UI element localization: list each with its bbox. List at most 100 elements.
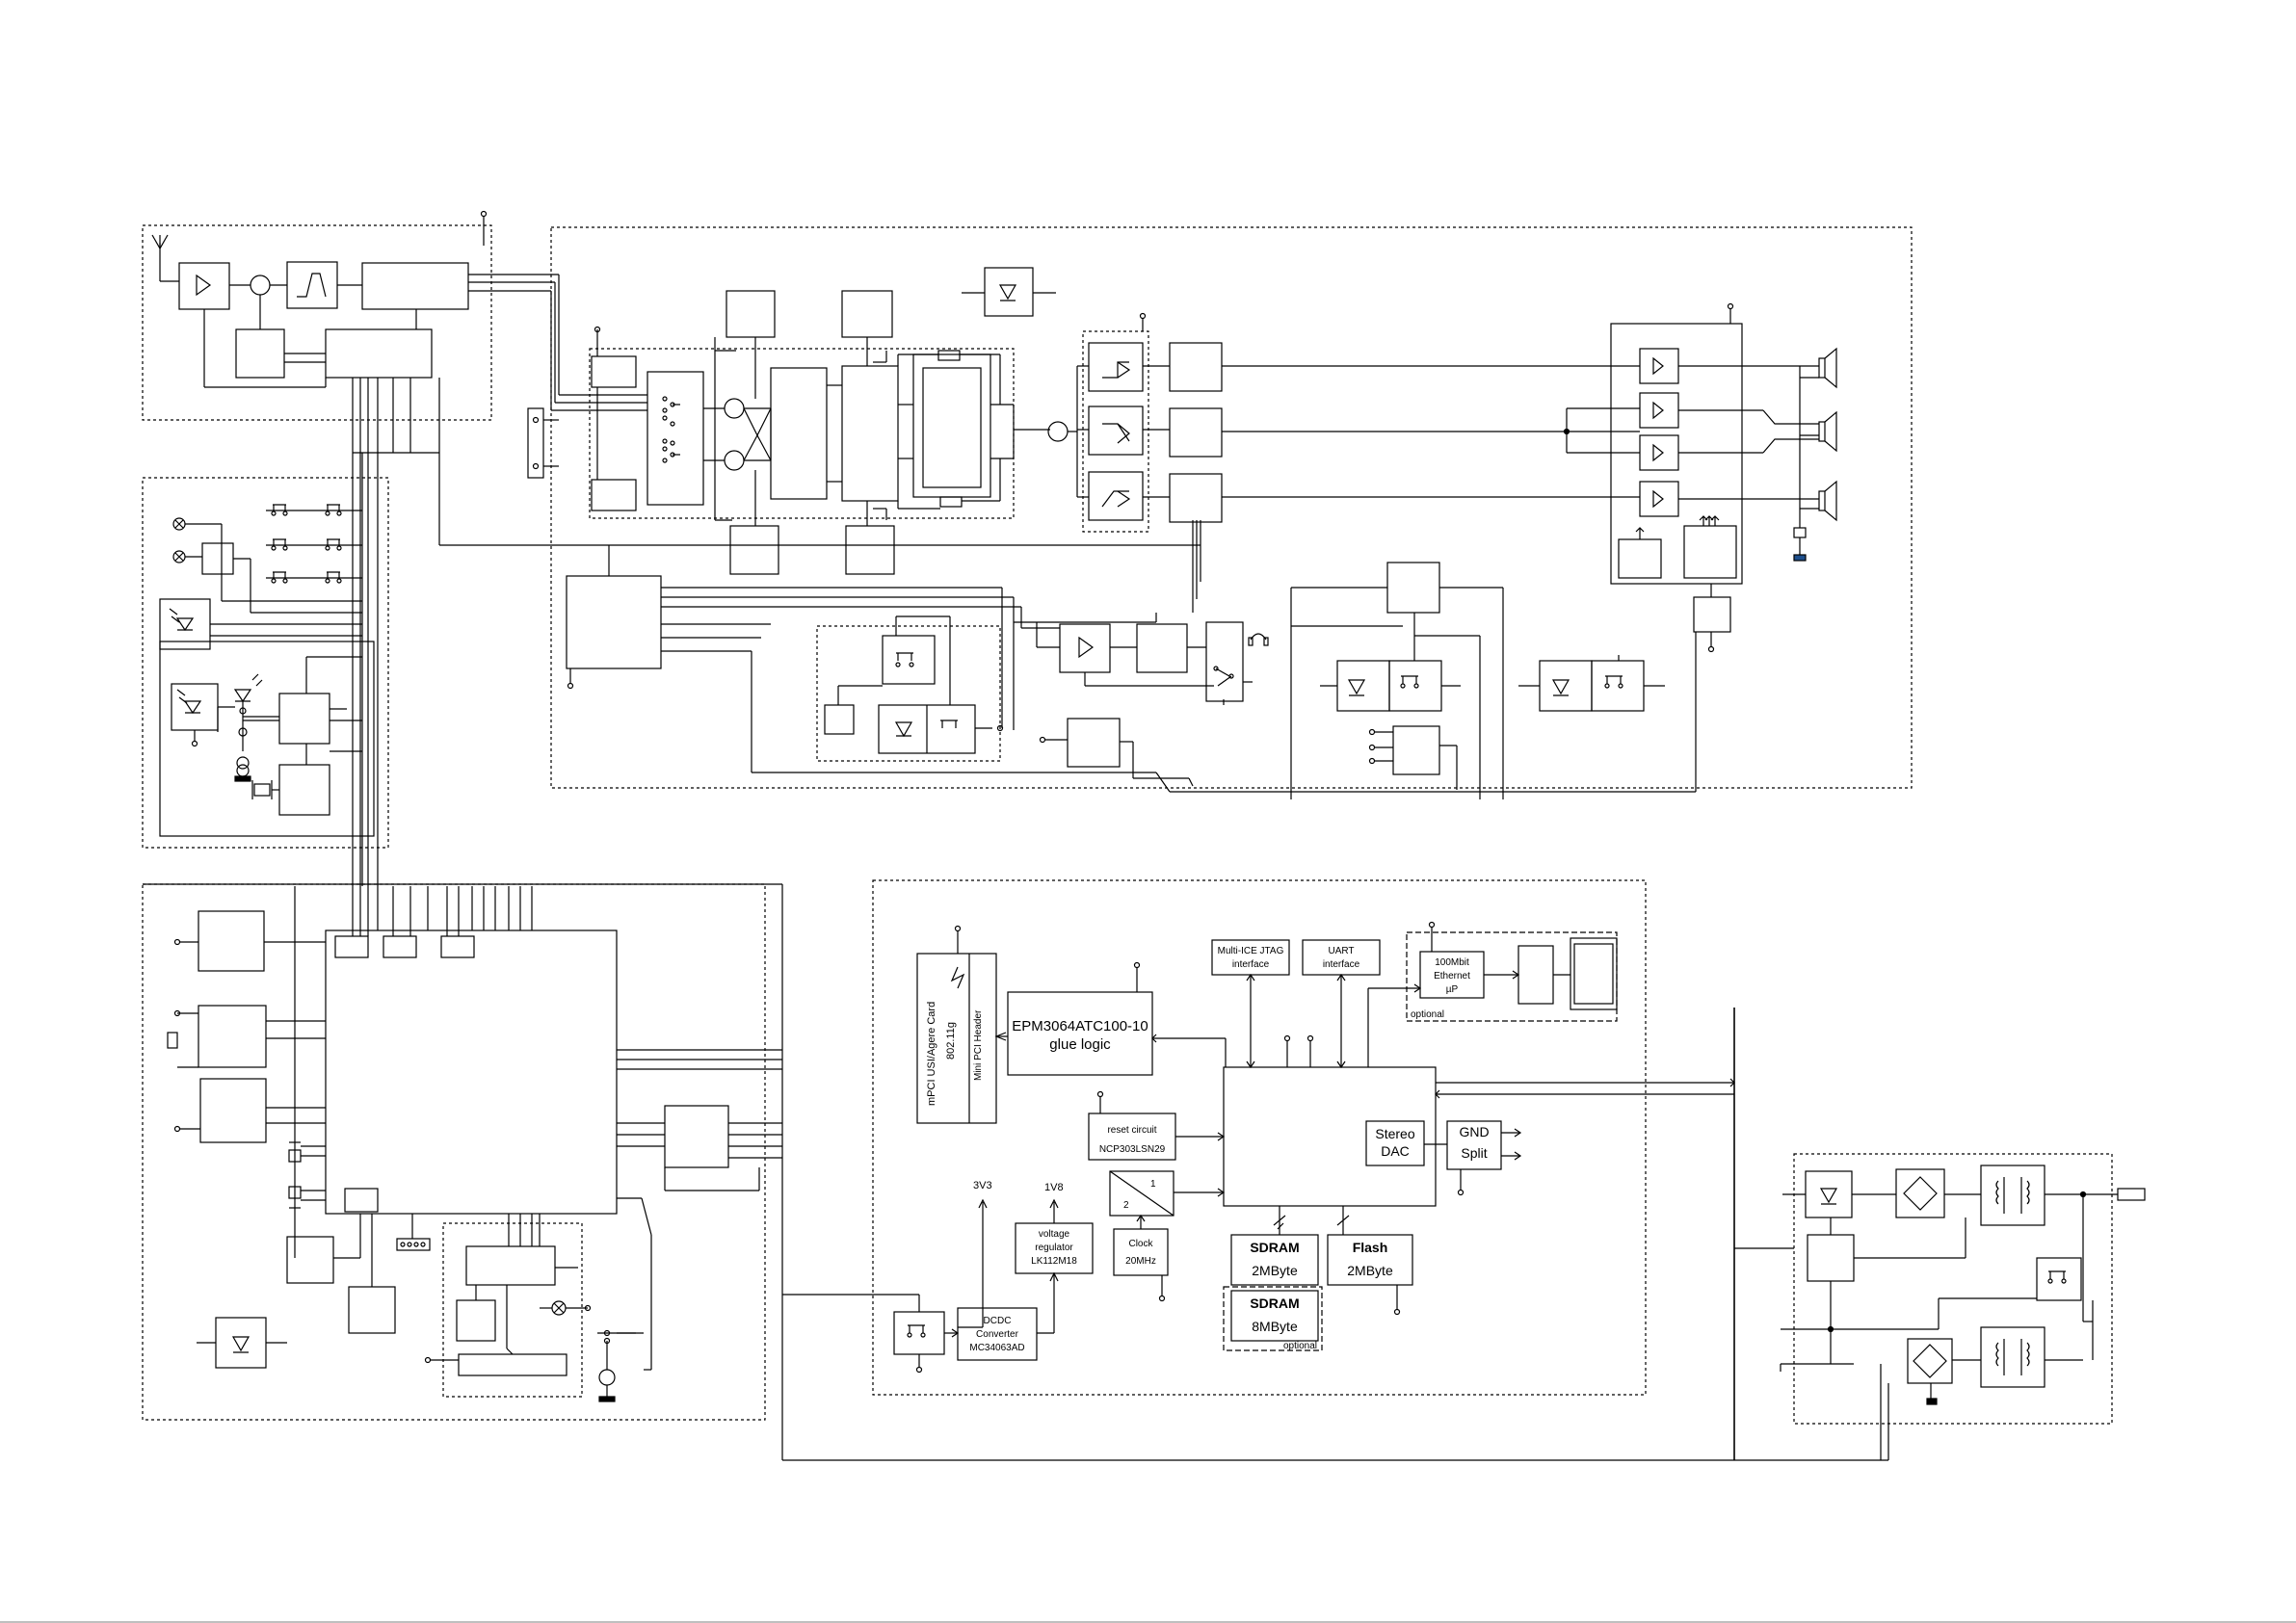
rail-1v8-label: 1V8 bbox=[1044, 1182, 1064, 1193]
switch-block bbox=[882, 635, 936, 685]
filter-highpass bbox=[1088, 471, 1144, 521]
clock-label-1: Clock bbox=[1128, 1239, 1153, 1249]
summing-node-icon bbox=[724, 450, 745, 471]
amplifier-icon bbox=[1652, 356, 1664, 376]
regulator-block bbox=[1807, 1234, 1855, 1282]
diode-icon bbox=[894, 721, 913, 738]
current-source-icon bbox=[598, 1369, 616, 1386]
reset-label-2: NCP303LSN29 bbox=[1099, 1144, 1166, 1155]
flash-block bbox=[1327, 1234, 1413, 1286]
diode-icon bbox=[1347, 679, 1366, 696]
tone-control-block bbox=[729, 525, 779, 575]
main-cpu-section bbox=[142, 883, 783, 1421]
diode-block bbox=[1336, 660, 1390, 712]
front-panel-section bbox=[142, 453, 389, 886]
rectifier-block bbox=[1895, 1168, 1945, 1218]
crystal-icon bbox=[167, 1032, 178, 1049]
capacitor-icon bbox=[1793, 527, 1807, 538]
input-selector-block bbox=[647, 371, 704, 506]
speaker-icon bbox=[1818, 410, 1837, 453]
ethernet-label-2: Ethernet bbox=[1434, 971, 1470, 982]
port-block bbox=[440, 935, 475, 958]
cpld-function-label: glue logic bbox=[1049, 1036, 1111, 1053]
summing-node-icon bbox=[724, 398, 745, 419]
vreg-label-1: voltage bbox=[1039, 1229, 1070, 1240]
power-amp-block bbox=[1639, 434, 1679, 471]
mixer-icon bbox=[250, 275, 271, 296]
speaker-icon bbox=[1818, 480, 1837, 522]
led-icon bbox=[233, 689, 252, 703]
power-supply-section bbox=[1435, 1008, 2146, 1460]
pll-block bbox=[325, 328, 433, 379]
power-amp-section bbox=[1610, 323, 1743, 585]
ps-monitor-block bbox=[1693, 596, 1731, 633]
peripheral-block bbox=[198, 1005, 267, 1068]
relay-block bbox=[1388, 660, 1442, 712]
filter-lowpass bbox=[1088, 406, 1144, 456]
port-block bbox=[334, 935, 369, 958]
diode-block bbox=[984, 267, 1034, 317]
current-source-icon bbox=[238, 727, 248, 737]
clock-block bbox=[1113, 1228, 1169, 1276]
bandpass-filter-block bbox=[286, 261, 338, 309]
sdram-optional-block bbox=[1230, 1290, 1319, 1342]
transformer-block bbox=[1980, 1165, 2045, 1226]
switch-icon bbox=[940, 720, 958, 728]
tuner-controller-block bbox=[465, 1245, 556, 1286]
reset-label-1: reset circuit bbox=[1107, 1125, 1156, 1136]
amplifier-icon bbox=[1652, 489, 1664, 509]
reset-block bbox=[286, 1236, 334, 1284]
switch-icon bbox=[896, 652, 913, 661]
network-section: mPCI USI/Agere Card 802.11g Mini PCI Hea… bbox=[781, 879, 1888, 1461]
mpci-card-block bbox=[916, 953, 997, 1124]
diode-block bbox=[215, 1317, 267, 1369]
main-processor-block bbox=[325, 929, 618, 1215]
flash-label-1: Flash bbox=[1353, 1240, 1388, 1255]
mini-pci-header-label: Mini PCI Header bbox=[973, 1009, 984, 1081]
crystal-icon bbox=[253, 783, 271, 797]
bridge-rectifier-icon bbox=[1903, 1176, 1938, 1211]
photodiode-icon bbox=[175, 617, 195, 632]
switch-icon bbox=[1215, 668, 1232, 687]
phy-block bbox=[1517, 945, 1554, 1005]
diode-icon bbox=[1819, 1188, 1838, 1205]
sdram-opt-label-2: 8MByte bbox=[1252, 1319, 1298, 1334]
cpld-block bbox=[1007, 991, 1153, 1076]
lcd-block bbox=[458, 1353, 567, 1376]
input-block bbox=[591, 479, 637, 511]
display-board-section bbox=[159, 641, 375, 837]
jtag-label-2: interface bbox=[1232, 959, 1270, 970]
equalizer-block bbox=[912, 353, 991, 498]
antenna-icon bbox=[950, 966, 965, 989]
mains-switch-block bbox=[2036, 1257, 2082, 1301]
interface-block bbox=[664, 1105, 729, 1168]
diode-icon bbox=[1551, 679, 1570, 696]
oscillator-block bbox=[235, 328, 285, 379]
tuner-control-block bbox=[1067, 718, 1121, 768]
dcdc-label-1: DCDC bbox=[984, 1316, 1012, 1326]
wifi-standard-label: 802.11g bbox=[945, 1022, 957, 1060]
selector-switches bbox=[662, 396, 680, 463]
amp-block bbox=[1169, 342, 1223, 392]
mpci-card-label: mPCI USI/Agere Card bbox=[926, 1002, 937, 1106]
dcdc-label-3: MC34063AD bbox=[969, 1343, 1024, 1353]
standby-block bbox=[1386, 562, 1440, 614]
dcdc-converter-block bbox=[957, 1307, 1038, 1361]
diode-icon bbox=[231, 1336, 251, 1353]
sdram-optional-label: optional bbox=[1283, 1341, 1317, 1351]
peripheral-block bbox=[198, 910, 265, 972]
peripheral-block bbox=[199, 1078, 267, 1143]
dsp-block bbox=[841, 290, 893, 338]
summing-node-icon bbox=[1047, 421, 1069, 442]
diode-block bbox=[1805, 1170, 1853, 1218]
amplifier-icon bbox=[1652, 443, 1664, 462]
flash-label-2: 2MByte bbox=[1347, 1263, 1393, 1278]
clock-label-2: 20MHz bbox=[1125, 1256, 1156, 1267]
antenna-icon bbox=[151, 234, 169, 281]
rectifier-block bbox=[1907, 1338, 1953, 1384]
amp-block bbox=[1169, 473, 1223, 523]
power-amp-block bbox=[1639, 392, 1679, 429]
dac-label-1: Stereo bbox=[1375, 1126, 1414, 1141]
audio-control-block bbox=[566, 575, 662, 669]
